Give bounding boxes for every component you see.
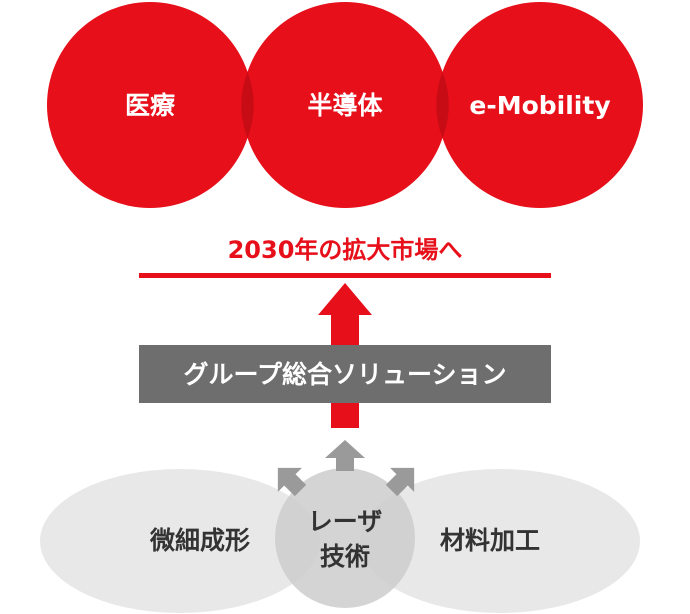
red-arrow-shaft-upper (331, 314, 359, 345)
solution-label: グループ総合ソリューション (183, 360, 506, 389)
red-arrow-shaft-lower (331, 403, 359, 428)
market-label-medical: 医療 (125, 91, 175, 120)
foundation-right-label: 材料加工 (440, 526, 540, 555)
market-circle-emobility (437, 2, 643, 208)
gray-arrow-center (325, 440, 365, 471)
market-label-semiconductor: 半導体 (307, 91, 383, 120)
foundation-right-ellipse (360, 469, 640, 613)
foundation-center-label-line1: レーザ (308, 507, 383, 536)
market-circle-medical (47, 2, 253, 208)
foundation-center-label-line2: 技術 (320, 542, 370, 571)
market-circle-semiconductor (242, 2, 448, 208)
red-arrow (318, 283, 372, 428)
target-heading: 2030年の拡大市場へ (228, 236, 463, 264)
market-circles: 医療 半導体 e-Mobility (47, 2, 643, 208)
foundation-left-label: 微細成形 (149, 526, 250, 555)
market-label-emobility: e-Mobility (469, 91, 610, 120)
overlap-left (241, 72, 254, 138)
foundation-group: 微細成形 レーザ 技術 材料加工 (40, 468, 640, 613)
foundation-center-circle (275, 468, 415, 608)
foundation-left-ellipse (40, 469, 320, 613)
solution-bar (139, 345, 551, 403)
target-underline (139, 273, 551, 278)
overlap-right (436, 72, 449, 138)
red-arrow-head (318, 283, 372, 315)
